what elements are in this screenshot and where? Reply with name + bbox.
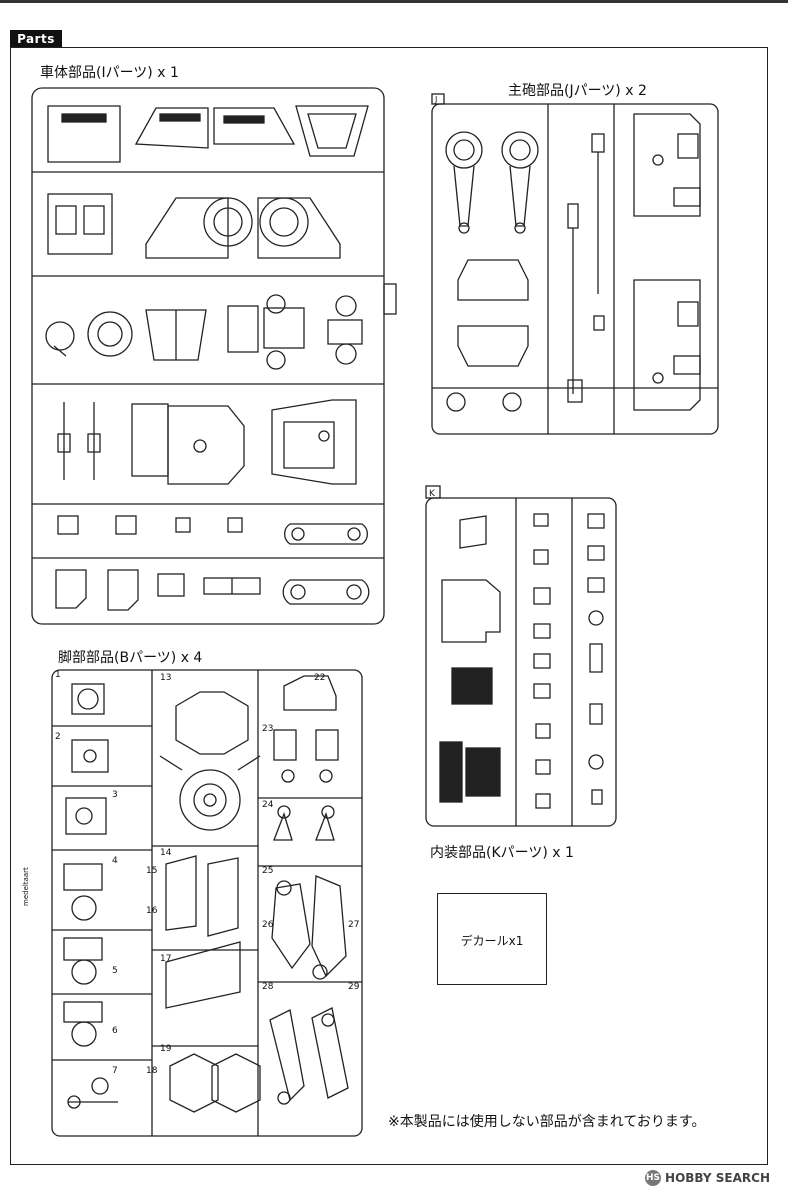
unused-parts-note: ※本製品には使用しない部品が含まれております。 — [388, 1114, 706, 1130]
part-number: 22 — [314, 673, 326, 683]
parts-tab: Parts — [10, 30, 62, 48]
part-number: 4 — [112, 856, 118, 866]
part-number: 27 — [348, 920, 360, 930]
decal-box: デカールx1 — [437, 893, 547, 985]
part-number: 2 — [55, 732, 61, 742]
part-number: 24 — [262, 800, 274, 810]
top-rule — [0, 0, 788, 3]
part-number: 25 — [262, 866, 274, 876]
parts-frame — [10, 47, 768, 1165]
part-number: 26 — [262, 920, 274, 930]
part-number: 7 — [112, 1066, 118, 1076]
part-number: 15 — [146, 866, 158, 876]
svg-text:K: K — [429, 489, 436, 499]
part-number: 17 — [160, 954, 172, 964]
sprue-b-side-stamp: medeltaart — [22, 867, 30, 906]
decal-label: デカールx1 — [460, 934, 524, 948]
watermark-text: HOBBY SEARCH — [665, 1171, 770, 1185]
part-number: 13 — [160, 673, 172, 683]
hobby-search-watermark: HS HOBBY SEARCH — [645, 1170, 770, 1186]
svg-text:J: J — [434, 95, 437, 104]
part-number: 14 — [160, 848, 172, 858]
sprue-b-label: 脚部部品(Bパーツ) x 4 — [58, 650, 203, 666]
sprue-k-label: 内装部品(Kパーツ) x 1 — [430, 845, 574, 861]
sprue-b-diagram — [51, 669, 363, 1137]
part-number: 18 — [146, 1066, 158, 1076]
part-number: 5 — [112, 966, 118, 976]
part-number: 3 — [112, 790, 118, 800]
part-number: 29 — [348, 982, 360, 992]
sprue-k-diagram: K — [425, 485, 617, 827]
sprue-j-diagram: J — [431, 93, 719, 435]
hobby-search-logo-icon: HS — [645, 1170, 662, 1186]
part-number: 6 — [112, 1026, 118, 1036]
sprue-i-diagram — [31, 87, 397, 625]
part-number: 28 — [262, 982, 274, 992]
part-number: 16 — [146, 906, 158, 916]
sprue-j-label: 主砲部品(Jパーツ) x 2 — [508, 83, 647, 99]
part-number: 23 — [262, 724, 274, 734]
sprue-i-label: 車体部品(Iパーツ) x 1 — [40, 65, 179, 81]
part-number: 19 — [160, 1044, 172, 1054]
part-number: 1 — [55, 670, 61, 680]
